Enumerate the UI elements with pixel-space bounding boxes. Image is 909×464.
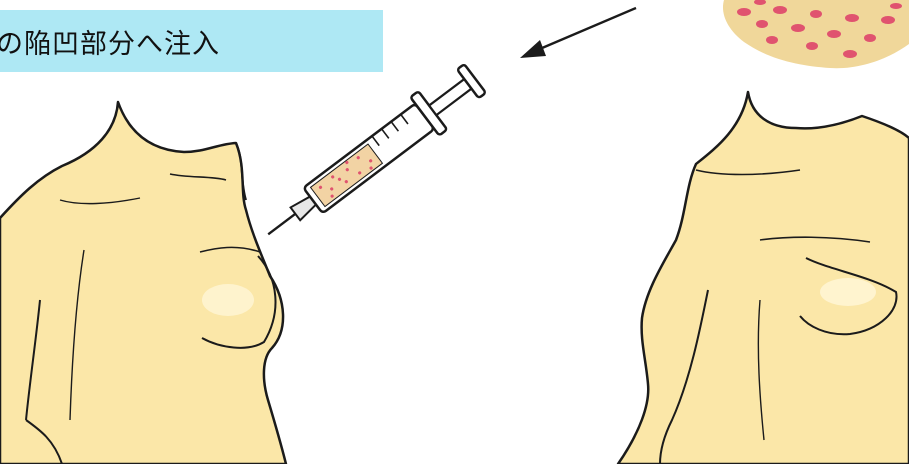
right-torso	[618, 92, 909, 464]
syringe-icon	[254, 59, 490, 253]
left-torso	[0, 102, 286, 464]
fat-tissue-icon	[723, 0, 909, 68]
arrow-icon	[520, 8, 636, 58]
